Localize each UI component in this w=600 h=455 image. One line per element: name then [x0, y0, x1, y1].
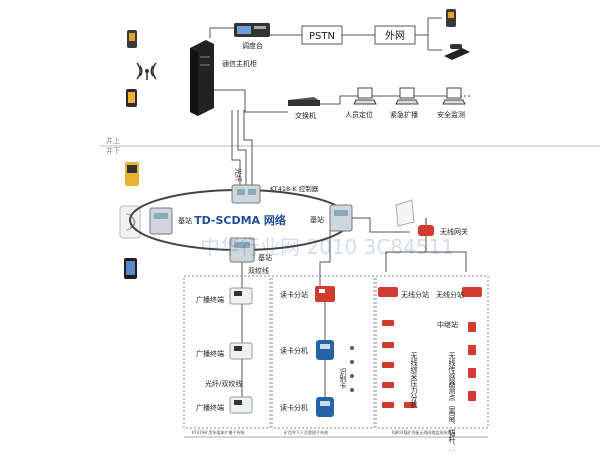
- roof-monitoring-subsystem-box: [375, 275, 489, 429]
- card-reader-icon: [316, 340, 334, 360]
- mobile-phone-icon: [127, 30, 137, 48]
- card-reader-icon: [316, 397, 334, 417]
- card-reader-substation-icon: [315, 286, 335, 302]
- relay-station-label: 中继站: [437, 320, 458, 329]
- fiber-trunk: [231, 110, 253, 185]
- wireless-sub-1-label: 无线分站: [401, 290, 429, 299]
- base-station-icon: [149, 207, 173, 235]
- dispatch-console-icon: [234, 23, 270, 37]
- computer-icon: [395, 87, 419, 105]
- emergency-broadcast-label: 紧急扩播: [390, 110, 418, 119]
- android-phone-icon: [124, 258, 137, 279]
- card-reader-2-label: 读卡分机: [280, 403, 308, 412]
- switch-label: 交换机: [295, 111, 316, 120]
- safety-monitoring-label: 安全监测: [437, 110, 465, 119]
- wireless-sub-2-label: 无线分站: [436, 290, 464, 299]
- handheld-terminal-icon: [125, 162, 139, 186]
- base-station-bottom-label: 基站: [258, 253, 272, 262]
- network-label: TD-SCDMA 网络: [194, 213, 286, 227]
- card-reader-1-label: 读卡分机: [280, 346, 308, 355]
- wireless-signal-icon: [136, 62, 157, 80]
- mobile-phone-icon: [446, 9, 456, 27]
- broadcast-terminal-2-label: 广播终端: [196, 349, 224, 358]
- comm-cabinet-icon: [190, 40, 214, 116]
- twisted-pair-label: 双绞线: [248, 266, 269, 275]
- broadcast-terminal-icon: [229, 396, 253, 414]
- roof-monitoring-caption: KJ803煤矿顶板无线网络监测系统: [392, 429, 451, 435]
- broadcast-terminal-1-label: 广播终端: [196, 295, 224, 304]
- broadcast-terminal-icon: [229, 287, 253, 305]
- comm-cabinet-label: 通信主机柜: [222, 59, 257, 68]
- aboveground-label: 井上: [106, 136, 120, 145]
- pstn-label: PSTN: [309, 31, 335, 42]
- external-net-box: [374, 25, 416, 45]
- network-switch-icon: [288, 97, 320, 106]
- wireless-reader-icon: [395, 199, 415, 227]
- card-reader-substation-label: 读卡分站: [280, 290, 308, 299]
- wireless-sensor-points-label: 无线传感器测点（离层、锚杆、钻孔）: [448, 352, 456, 451]
- controller-label: KT418-K 控制器: [270, 184, 319, 193]
- fiber-twisted-label: 光纤/双绞线: [205, 379, 242, 388]
- broadcast-subsystem-caption: KT419矿用多媒体扩播子系统: [192, 429, 244, 435]
- fiber-label: 光纤: [234, 168, 243, 182]
- wireless-substation-icon: [378, 287, 398, 297]
- gateway-down-link-1: [385, 236, 427, 272]
- wireless-gateway-icon: [418, 218, 434, 236]
- computer-icon: [353, 87, 377, 105]
- wireless-substation-icon: [462, 287, 482, 297]
- pstn-box: [301, 25, 343, 45]
- broadcast-terminal-3-label: 广播终端: [196, 403, 224, 412]
- wireless-pressure-sensor-label: 无线综采压力分机: [410, 352, 418, 409]
- identification-card-icon: [350, 346, 354, 392]
- personnel-subsystem-caption: 矿用井下人员管理子系统: [284, 429, 328, 435]
- gateway-down-link-2: [426, 251, 467, 272]
- external-net-label: 外网: [385, 30, 405, 42]
- computer-icon: [442, 87, 466, 105]
- gateway-link: [352, 217, 410, 233]
- base-station-icon: [329, 204, 353, 232]
- broadcast-terminal-icon: [229, 342, 253, 360]
- base-station-right-label: 基站: [310, 215, 324, 224]
- dispatch-console-label: 调度台: [242, 41, 263, 50]
- underground-label: 井下: [106, 146, 120, 155]
- broadcast-subsystem-box: [183, 275, 271, 429]
- wireless-gateway-label: 无线网关: [440, 227, 468, 236]
- identification-card-label: 识别卡: [339, 368, 347, 390]
- base-station-left-label: 基站: [178, 216, 192, 225]
- smartphone-icon: [126, 89, 137, 107]
- controller-device-icon: [231, 184, 261, 204]
- wireless-sensor-nodes: [382, 320, 476, 408]
- personnel-subsystem-box: [271, 275, 375, 429]
- watermark: 中华行业网 2010 3C84511: [200, 235, 454, 259]
- desk-phone-icon: [444, 44, 470, 60]
- personnel-positioning-label: 人员定位: [345, 110, 373, 119]
